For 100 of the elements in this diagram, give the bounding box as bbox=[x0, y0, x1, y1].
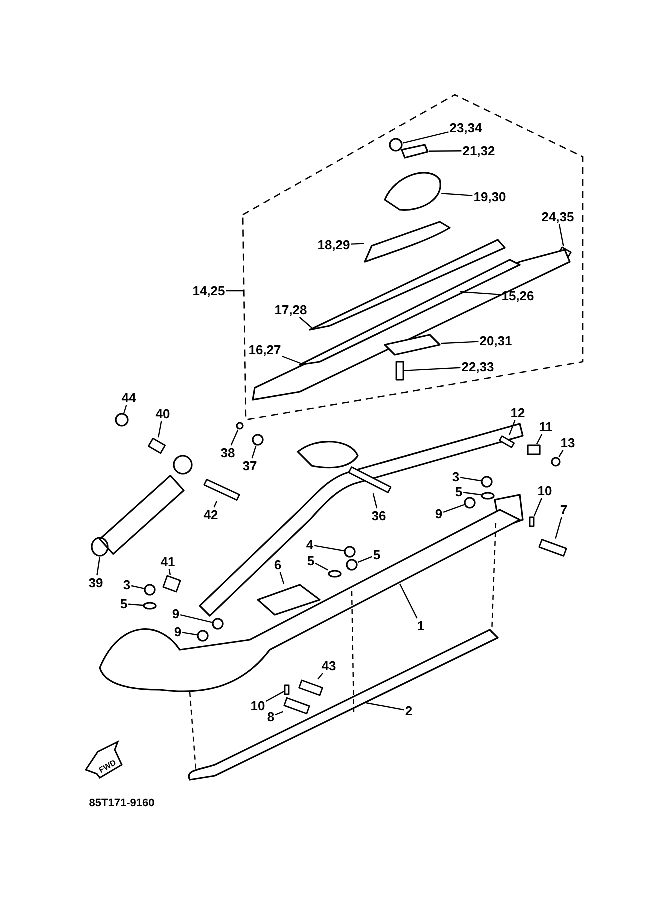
alignment-line bbox=[189, 692, 197, 770]
bolt bbox=[298, 680, 324, 696]
nut bbox=[143, 602, 157, 610]
callout-number: 10 bbox=[250, 700, 266, 712]
callout-number: 17,28 bbox=[274, 304, 308, 316]
leader-line bbox=[314, 545, 344, 552]
nut bbox=[551, 457, 561, 467]
plate bbox=[401, 144, 429, 159]
cotter-pin bbox=[284, 684, 290, 696]
callout-number: 3 bbox=[123, 578, 131, 592]
nut bbox=[481, 492, 495, 500]
plate bbox=[384, 334, 441, 356]
leader-line bbox=[460, 291, 501, 296]
leader-line bbox=[282, 356, 302, 365]
leader-line bbox=[358, 556, 373, 564]
leader-line bbox=[443, 504, 464, 513]
alignment-line bbox=[491, 522, 497, 634]
leader-line bbox=[158, 421, 162, 438]
callout-number: 6 bbox=[274, 558, 282, 572]
leader-line bbox=[534, 498, 542, 517]
spacer-sleeve bbox=[162, 575, 182, 593]
leader-line bbox=[96, 556, 101, 576]
callout-number: 7 bbox=[560, 504, 568, 516]
leader-line bbox=[124, 405, 128, 414]
callout-number: 10 bbox=[538, 484, 552, 498]
callout-number: 41 bbox=[160, 556, 176, 568]
leader-line bbox=[464, 492, 482, 496]
nut bbox=[144, 584, 156, 596]
callout-number: 24,35 bbox=[542, 210, 574, 224]
callout-number: 4 bbox=[306, 538, 314, 552]
leader-line bbox=[275, 711, 284, 716]
leader-line bbox=[536, 434, 543, 445]
leader-line bbox=[180, 614, 212, 624]
shock-absorber bbox=[91, 455, 193, 557]
leader-line bbox=[280, 572, 285, 584]
callout-number: 23,34 bbox=[450, 122, 482, 134]
callout-number: 36 bbox=[372, 510, 386, 522]
callout-number: 22,33 bbox=[462, 360, 494, 374]
callout-number: 9 bbox=[174, 626, 182, 638]
callout-number: 5 bbox=[373, 548, 381, 562]
leader-line bbox=[266, 691, 284, 702]
nut bbox=[212, 618, 224, 630]
callout-number: 44 bbox=[122, 392, 136, 404]
callout-number: 13 bbox=[560, 436, 576, 450]
callout-number: 19,30 bbox=[474, 190, 506, 204]
callout-number: 43 bbox=[322, 660, 336, 672]
leader-line bbox=[318, 673, 324, 680]
leader-line bbox=[460, 477, 482, 482]
leader-line bbox=[555, 517, 562, 539]
plate bbox=[384, 172, 442, 212]
callout-number: 9 bbox=[435, 508, 443, 520]
bolt bbox=[284, 697, 310, 715]
alignment-line bbox=[351, 590, 355, 712]
leader-line bbox=[402, 132, 449, 144]
leader-line bbox=[252, 446, 257, 459]
leader-line bbox=[351, 243, 364, 245]
part-code: 85T171-9160 bbox=[89, 798, 155, 810]
forward-label: FWD bbox=[98, 758, 118, 776]
nut bbox=[197, 630, 209, 642]
callout-number: 5 bbox=[307, 554, 315, 568]
leader-line bbox=[440, 341, 479, 344]
bolt bbox=[396, 361, 404, 381]
nut bbox=[344, 546, 356, 558]
plate bbox=[527, 444, 541, 456]
nut bbox=[346, 559, 358, 571]
nut bbox=[328, 570, 342, 578]
leader-line bbox=[315, 562, 328, 571]
leader-line bbox=[182, 632, 198, 636]
bolt bbox=[204, 479, 240, 501]
leaf-spring bbox=[364, 221, 451, 263]
callout-number: 38 bbox=[220, 446, 236, 460]
leader-line bbox=[429, 150, 462, 152]
plate bbox=[257, 584, 321, 616]
leader-line bbox=[168, 569, 171, 576]
leader-line bbox=[299, 317, 312, 328]
nut bbox=[389, 138, 403, 152]
callout-number: 8 bbox=[267, 710, 275, 724]
leader-line bbox=[508, 420, 516, 436]
leader-line bbox=[372, 494, 378, 509]
bolt bbox=[499, 436, 515, 448]
callout-number: 5 bbox=[120, 598, 128, 610]
leader-line bbox=[131, 585, 144, 590]
callout-number: 37 bbox=[242, 460, 258, 472]
bolt bbox=[348, 466, 392, 494]
callout-number: 3 bbox=[452, 470, 460, 484]
leader-line bbox=[558, 224, 564, 247]
ski bbox=[188, 629, 499, 781]
callout-number: 21,32 bbox=[462, 144, 496, 158]
leader-line bbox=[558, 450, 564, 458]
callout-number: 1 bbox=[417, 620, 425, 632]
callout-number: 12 bbox=[510, 406, 526, 420]
nut bbox=[252, 434, 264, 446]
callout-number: 16,27 bbox=[248, 344, 282, 356]
leader-line bbox=[230, 430, 239, 446]
callout-number: 42 bbox=[204, 508, 218, 522]
leader-line bbox=[404, 367, 461, 372]
leader-line bbox=[128, 604, 144, 606]
callout-number: 40 bbox=[156, 408, 170, 420]
callout-number: 5 bbox=[455, 486, 463, 498]
nut bbox=[464, 497, 476, 509]
